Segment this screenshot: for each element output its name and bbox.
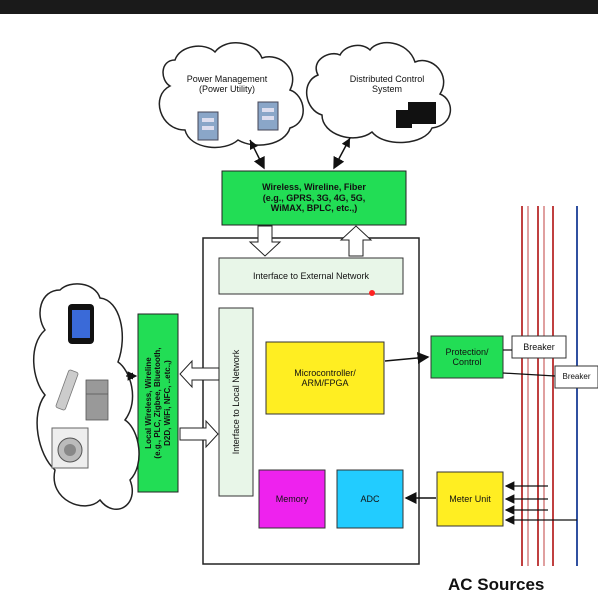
link-power-to-network <box>249 139 265 170</box>
distributed-control-label: Distributed Control System <box>349 73 425 94</box>
meter-unit-box <box>436 471 504 527</box>
local-wireless-box <box>137 313 179 493</box>
block-arrow-left <box>179 359 220 389</box>
red-dot <box>369 290 375 296</box>
link-micro-to-protection <box>384 351 430 364</box>
ac-sources-label: AC Sources <box>448 575 545 594</box>
link-protection-breaker-2 <box>502 372 556 377</box>
breaker-2-label: Breaker <box>562 372 591 382</box>
power-management-label: Power Management (Power Utility) <box>186 73 268 94</box>
breaker-2-box <box>554 365 598 389</box>
comm-network-box <box>221 170 407 226</box>
meter-unit-label: Meter Unit <box>449 493 491 504</box>
microcontroller-label: Microcontroller/ ARM/FPGA <box>294 367 356 388</box>
interface-external-box <box>218 257 404 295</box>
memory-label: Memory <box>275 493 309 504</box>
breaker-1-label: Breaker <box>523 341 555 352</box>
microcontroller-box <box>265 341 385 415</box>
computer-icon <box>396 102 436 128</box>
protection-box <box>430 335 504 379</box>
comm-network-label: Wireless, Wireline, Fiber (e.g., GPRS, 3… <box>262 182 366 214</box>
smartphone-icon <box>68 304 94 344</box>
local-wireless-label: Local Wireless, Wireline (e.g., PLC, Zig… <box>144 347 172 459</box>
top-band <box>0 0 598 14</box>
breaker-1-box <box>511 335 567 359</box>
server-icon <box>197 111 219 141</box>
remote-icon <box>55 369 79 411</box>
adc-label: ADC <box>360 493 380 504</box>
interface-local-box <box>218 307 254 497</box>
block-arrow-down <box>248 225 282 257</box>
protection-label: Protection/ Control <box>445 346 489 367</box>
memory-box <box>258 469 326 529</box>
block-arrow-right <box>179 419 219 449</box>
interface-external-label: Interface to External Network <box>252 270 370 281</box>
link-dcs-to-network <box>333 137 351 170</box>
block-arrow-up <box>339 225 373 257</box>
server-icon <box>257 101 279 131</box>
washing-machine-icon <box>51 427 89 469</box>
adc-box <box>336 469 404 529</box>
interface-local-label: Interface to Local Network <box>230 349 241 455</box>
fridge-icon <box>85 379 109 421</box>
